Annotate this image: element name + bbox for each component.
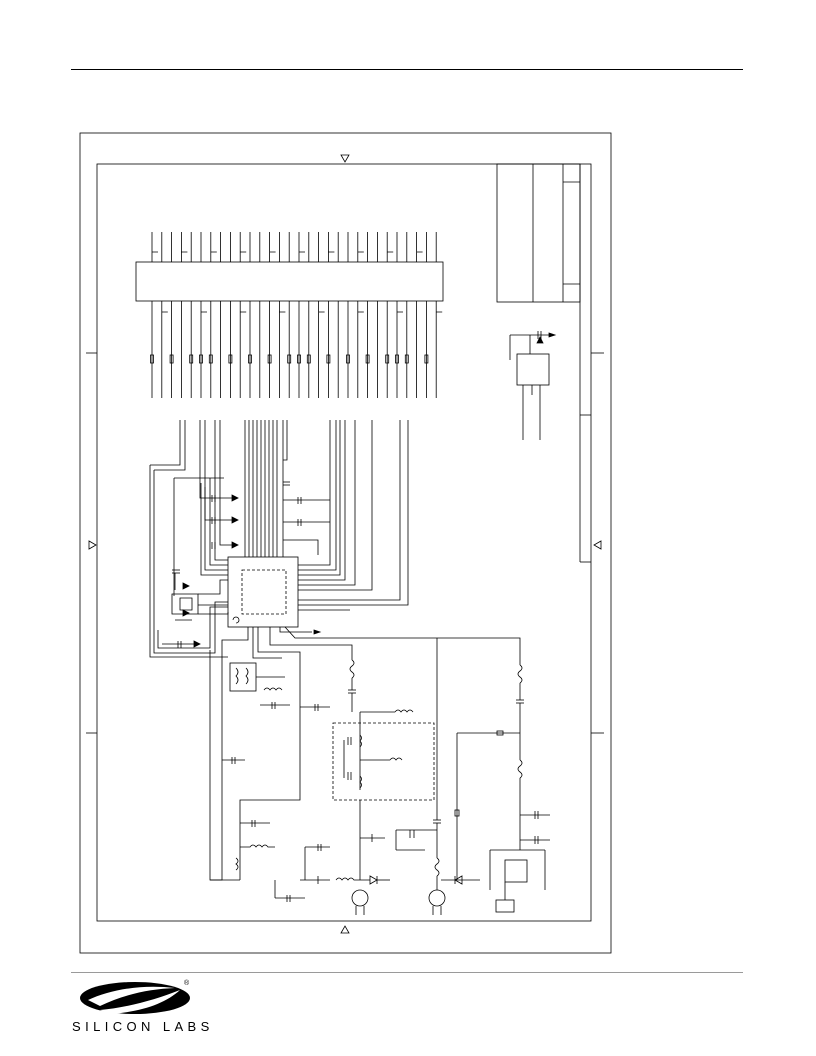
pin-resistor xyxy=(199,354,203,364)
pin-resistor xyxy=(404,354,409,364)
pin-resistor xyxy=(297,354,301,364)
pin-resistor xyxy=(189,354,194,364)
brand-text: SILICON LABS xyxy=(72,1019,214,1034)
silicon-labs-logo xyxy=(80,982,190,1014)
pin-resistor xyxy=(346,354,350,364)
regulator-block xyxy=(509,331,557,440)
main-ic xyxy=(227,556,299,628)
pin-resistor xyxy=(287,354,292,364)
drawing-inner-frame xyxy=(96,163,592,922)
rf-chain xyxy=(300,659,435,915)
rf-chain-right xyxy=(395,638,550,915)
pin-resistor xyxy=(208,354,213,364)
pin-resistor xyxy=(169,354,174,364)
registered-mark: ® xyxy=(184,980,190,987)
right-routing xyxy=(279,420,521,665)
title-block xyxy=(496,163,591,563)
pin-resistor xyxy=(365,354,370,364)
left-routing xyxy=(149,420,236,658)
pin-resistor xyxy=(395,354,399,364)
lower-circuit xyxy=(209,627,353,902)
header-rule xyxy=(71,69,743,70)
ground-arrows xyxy=(182,494,322,648)
pin-resistor xyxy=(385,354,390,364)
top-connector xyxy=(135,232,444,398)
zone-markers xyxy=(86,154,604,934)
pin-resistor xyxy=(267,354,272,364)
pin-resistor xyxy=(424,354,429,364)
pin-resistor xyxy=(248,354,252,364)
pin-resistor xyxy=(306,354,311,364)
pin-resistor xyxy=(228,354,233,364)
decoupling-caps-left xyxy=(177,495,216,648)
pin-resistor-row xyxy=(150,354,429,364)
drawing-outer-frame xyxy=(79,132,612,954)
footer-rule xyxy=(71,972,743,973)
pin-resistor xyxy=(150,354,154,364)
bus-lines xyxy=(244,420,278,557)
pin-resistor xyxy=(326,354,331,364)
